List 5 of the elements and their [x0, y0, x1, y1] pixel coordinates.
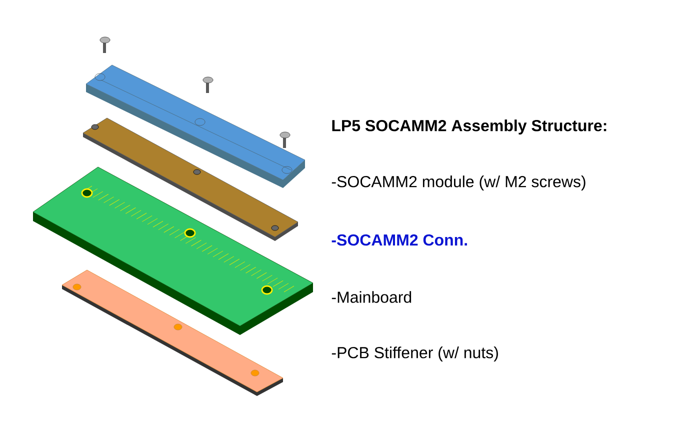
label-text: -PCB Stiffener (w/ nuts) [332, 346, 498, 362]
label-text: -Mainboard [332, 291, 412, 303]
label-text: -SOCAMM2 module (w/ M2 screws) [332, 176, 586, 190]
label-text: -SOCAMM2 Conn. [332, 234, 467, 246]
title: LP5 SOCAMM2 Assembly Structure: [332, 120, 606, 134]
